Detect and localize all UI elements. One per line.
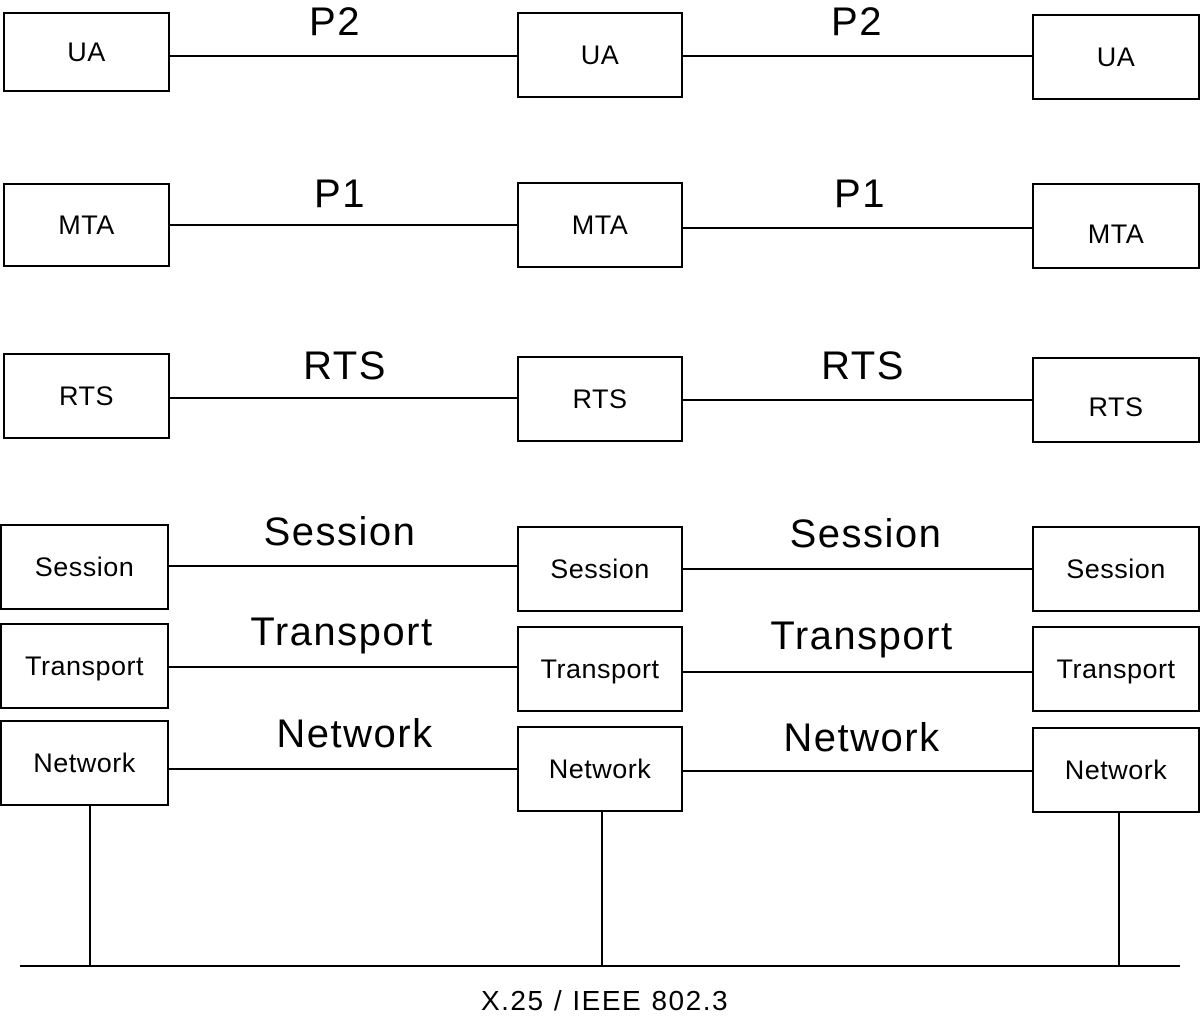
rts-protocol-label-right: RTS — [821, 344, 905, 388]
ua-protocol-label-left: P2 — [309, 0, 361, 44]
left-ua-box: UA — [3, 12, 170, 92]
left-session-box: Session — [0, 524, 169, 610]
rts-link-left — [170, 397, 517, 399]
network-link-left — [169, 768, 517, 770]
session-link-right — [683, 568, 1032, 570]
mta-protocol-label-left: P1 — [314, 172, 366, 216]
ua-link-left — [170, 55, 517, 57]
left-bus-drop — [89, 806, 91, 966]
middle-rts-box: RTS — [517, 356, 683, 442]
rts-protocol-label-left: RTS — [303, 344, 387, 388]
right-rts-box: RTS — [1032, 357, 1200, 443]
session-protocol-label-right: Session — [789, 512, 943, 556]
network-bus-caption: X.25 / IEEE 802.3 — [480, 985, 730, 1016]
middle-transport-box: Transport — [517, 626, 683, 712]
left-rts-box: RTS — [3, 353, 170, 439]
right-ua-box: UA — [1032, 14, 1200, 100]
left-transport-box: Transport — [0, 623, 169, 709]
transport-link-left — [169, 666, 517, 668]
network-bus-line — [20, 965, 1180, 967]
middle-network-box: Network — [517, 726, 683, 812]
right-bus-drop — [1118, 813, 1120, 966]
ua-protocol-label-right: P2 — [831, 0, 883, 44]
mta-protocol-label-right: P1 — [834, 172, 886, 216]
middle-mta-box: MTA — [517, 182, 683, 268]
mta-link-right — [683, 227, 1032, 229]
right-transport-box: Transport — [1032, 626, 1200, 712]
network-link-right — [683, 770, 1032, 772]
middle-bus-drop — [601, 812, 603, 966]
network-protocol-label-left: Network — [276, 712, 434, 756]
ua-link-right — [683, 55, 1032, 57]
right-session-box: Session — [1032, 526, 1200, 612]
middle-ua-box: UA — [517, 12, 683, 98]
middle-session-box: Session — [517, 526, 683, 612]
transport-protocol-label-right: Transport — [770, 614, 954, 658]
right-network-box: Network — [1032, 727, 1200, 813]
session-link-left — [169, 565, 517, 567]
network-protocol-label-right: Network — [783, 716, 941, 760]
transport-protocol-label-left: Transport — [250, 610, 434, 654]
mta-link-left — [170, 224, 517, 226]
rts-link-right — [683, 399, 1032, 401]
left-mta-box: MTA — [3, 183, 170, 267]
transport-link-right — [683, 671, 1032, 673]
left-network-box: Network — [0, 720, 169, 806]
session-protocol-label-left: Session — [263, 510, 417, 554]
right-mta-box: MTA — [1032, 183, 1200, 269]
